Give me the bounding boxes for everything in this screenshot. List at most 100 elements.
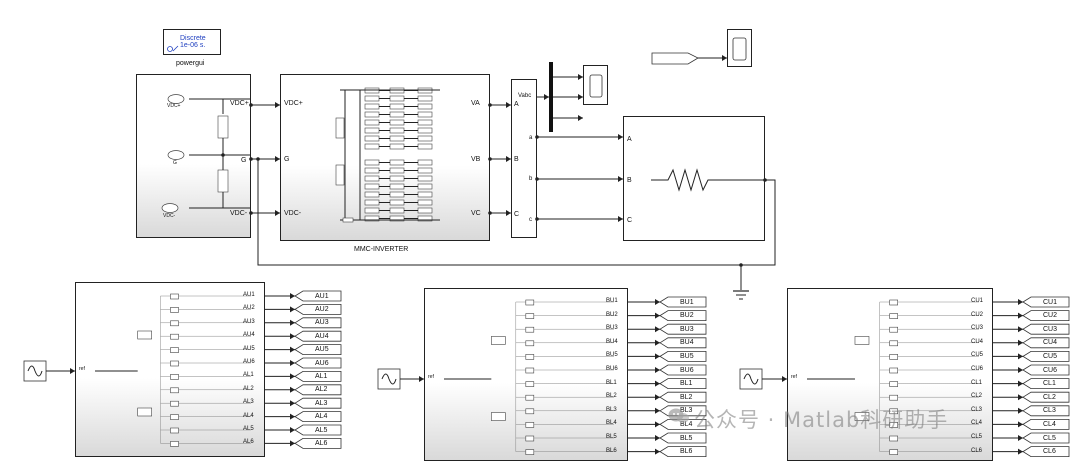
goto-tag-label: AL4 bbox=[315, 413, 328, 421]
controller-output-port: BL2 bbox=[606, 393, 617, 400]
controller-output-arrow bbox=[655, 435, 660, 441]
dc-source-subsystem[interactable]: VDC+ G VDC- VDC+ G VDC- bbox=[136, 74, 251, 238]
controller-output-port: CL2 bbox=[971, 393, 983, 400]
controller-output-port: AU6 bbox=[243, 359, 255, 365]
mmc-inverter-subsystem[interactable]: VDC+ G VDC- VA VB VC bbox=[280, 74, 490, 241]
controller-output-port: AU4 bbox=[243, 332, 255, 339]
controller-output-port: BL1 bbox=[606, 379, 617, 386]
controller-output-arrow bbox=[655, 353, 660, 360]
goto-tag-label: BU6 bbox=[680, 366, 694, 374]
dc-source-port-g: G bbox=[241, 157, 247, 164]
powergui-sample-time: 1e-06 s. bbox=[180, 42, 206, 49]
goto-tag-label: CL3 bbox=[1043, 407, 1056, 415]
controller-output-arrow bbox=[1018, 353, 1023, 360]
dc-terminal-vdc-minus-label: VDC- bbox=[163, 213, 176, 219]
controller-output-port: AL6 bbox=[243, 439, 254, 446]
controller-output-arrow bbox=[1018, 435, 1023, 441]
controller-output-arrow bbox=[655, 312, 660, 319]
controller-output-arrow bbox=[1018, 367, 1023, 373]
controller-output-port: CU6 bbox=[971, 366, 984, 372]
goto-tag-label: AU4 bbox=[315, 332, 329, 340]
controller-output-port: AL2 bbox=[243, 385, 254, 392]
controller-output-arrow bbox=[655, 394, 660, 401]
controller-output-port: BU2 bbox=[606, 311, 618, 318]
vi-measurement-block[interactable]: A B C a b c Vabc bbox=[511, 79, 537, 238]
controller-a-subsystem[interactable] bbox=[75, 282, 265, 457]
dc-terminal-vdc-plus-label: VDC+ bbox=[167, 103, 181, 109]
sine-wave-icon bbox=[27, 365, 43, 377]
sine-source-block bbox=[23, 360, 47, 382]
controller-output-arrow bbox=[1018, 394, 1023, 401]
controller-output-arrow bbox=[290, 400, 295, 407]
controller-output-arrow bbox=[290, 373, 295, 380]
mmc-port-g: G bbox=[284, 156, 290, 163]
controller-output-arrow bbox=[290, 360, 295, 366]
controller-output-port: CU2 bbox=[971, 311, 984, 318]
goto-tag-label: CU2 bbox=[1043, 312, 1058, 320]
mmc-port-va: VA bbox=[471, 100, 480, 107]
controller-output-arrow bbox=[655, 448, 660, 455]
controller-output-arrow bbox=[290, 346, 295, 353]
demux-bar bbox=[549, 62, 553, 132]
load-port-b: B bbox=[627, 177, 632, 184]
goto-tag-label: CL2 bbox=[1043, 393, 1056, 401]
goto-tag-label: BL2 bbox=[680, 393, 693, 401]
controller-output-arrow bbox=[655, 407, 660, 414]
controller-c-subsystem[interactable] bbox=[787, 288, 993, 461]
goto-tag-label: AL1 bbox=[315, 372, 328, 380]
rlc-load-block[interactable]: A B C bbox=[623, 116, 765, 241]
controller-output-port: CU4 bbox=[971, 338, 984, 345]
controller-output-port: CU3 bbox=[971, 325, 984, 332]
controller-ref-port: ref bbox=[79, 366, 85, 372]
iabc-scope[interactable] bbox=[727, 29, 752, 67]
measure-port-left-c: C bbox=[514, 211, 520, 218]
goto-tag-label: BL4 bbox=[680, 420, 693, 428]
goto-tag-label: AU3 bbox=[315, 319, 329, 327]
sine-wave-icon bbox=[381, 373, 397, 385]
controller-output-port: BU6 bbox=[606, 366, 618, 372]
measure-port-right-c: c bbox=[529, 217, 532, 223]
controller-output-port: AU2 bbox=[243, 305, 255, 312]
controller-ref-port: ref bbox=[791, 374, 797, 380]
controller-output-arrow bbox=[655, 339, 660, 346]
goto-tag-label: BU1 bbox=[680, 298, 694, 306]
goto-tag-label: AL3 bbox=[315, 399, 328, 407]
vabc-scope[interactable] bbox=[583, 65, 608, 105]
powergui-block[interactable]: Discrete 1e-06 s. bbox=[163, 29, 221, 55]
dc-source-port-vdc-plus: VDC+ bbox=[230, 100, 249, 107]
load-port-c: C bbox=[627, 217, 633, 224]
goto-tag-label: BU4 bbox=[680, 339, 694, 347]
goto-tag-label: CU6 bbox=[1043, 366, 1058, 374]
goto-tag-label: AU1 bbox=[315, 292, 329, 300]
goto-tag-label: BU2 bbox=[680, 312, 694, 320]
measure-port-left-b: B bbox=[514, 156, 519, 163]
controller-output-port: BU4 bbox=[606, 338, 618, 345]
ground-junction bbox=[739, 263, 743, 267]
mmc-port-vb: VB bbox=[471, 156, 481, 163]
goto-tag-label: CL6 bbox=[1043, 448, 1056, 456]
controller-output-arrow bbox=[1018, 299, 1023, 305]
controller-b-subsystem[interactable] bbox=[424, 288, 628, 461]
mmc-port-vc: VC bbox=[471, 210, 481, 217]
sine-source-block bbox=[377, 368, 401, 390]
goto-tag-label: CL5 bbox=[1043, 434, 1056, 442]
watermark-logo-icon bbox=[668, 408, 689, 423]
controller-output-arrow bbox=[290, 306, 295, 313]
controller-output-port: AU5 bbox=[243, 345, 255, 352]
goto-tag-label: AL5 bbox=[315, 426, 328, 434]
watermark-text: 公众号 · Matlab科研助手 bbox=[694, 408, 949, 432]
controller-output-arrow bbox=[1018, 421, 1023, 428]
controller-output-arrow bbox=[290, 427, 295, 433]
controller-output-port: CL1 bbox=[971, 379, 983, 386]
controller-output-arrow bbox=[290, 440, 295, 447]
goto-tag-label: AU5 bbox=[315, 346, 329, 354]
goto-tag-label: BL6 bbox=[680, 448, 693, 456]
controller-output-arrow bbox=[655, 421, 660, 428]
controller-output-port: CL6 bbox=[971, 447, 983, 454]
load-port-a: A bbox=[627, 136, 632, 143]
powergui-label: powergui bbox=[176, 60, 205, 67]
goto-tag-label: AU6 bbox=[315, 359, 329, 367]
controller-output-arrow bbox=[655, 380, 660, 387]
controller-output-arrow bbox=[290, 386, 295, 393]
